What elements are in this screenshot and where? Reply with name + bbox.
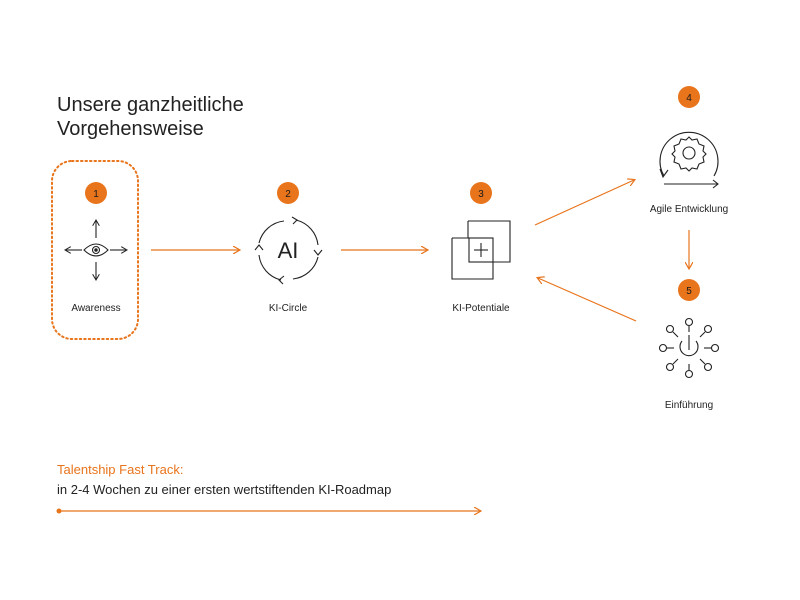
squares-plus-icon [451, 220, 511, 280]
step-badge-4 [678, 86, 700, 108]
page-title-line-2: Vorgehensweise [57, 118, 204, 141]
step-label-4: Agile Entwicklung [650, 204, 728, 215]
step-badge-1 [85, 182, 107, 204]
step-label-5: Einführung [665, 400, 713, 411]
step-number-2: 2 [285, 189, 291, 200]
step-ki-potentiale[interactable]: 3 KI-Potentiale [451, 182, 511, 314]
step-awareness[interactable]: 1 Awareness [51, 160, 139, 340]
step-badge-3 [470, 182, 492, 204]
fast-track-subtitle: in 2-4 Wochen zu einer ersten wertstifte… [57, 482, 392, 497]
arrow-3-to-4 [534, 180, 634, 226]
ai-icon-text: AI [278, 238, 299, 263]
fast-track-title: Talentship Fast Track: [57, 462, 184, 477]
power-network-icon [658, 317, 720, 379]
step-einfuehrung[interactable]: 5 Einführung [658, 279, 720, 411]
page-title: Unsere ganzheitliche Vorgehensweise [57, 93, 244, 141]
step-ki-circle[interactable]: 2 AI KI-Circle [254, 182, 323, 314]
highlight-frame [51, 160, 139, 340]
step-number-4: 4 [686, 93, 692, 104]
gear-cycle-icon [659, 131, 719, 189]
step-badge-2 [277, 182, 299, 204]
step-label-3: KI-Potentiale [452, 303, 510, 314]
step-badge-5 [678, 279, 700, 301]
step-number-1: 1 [93, 189, 99, 200]
step-agile-entwicklung[interactable]: 4 Agile Entwicklung [650, 86, 728, 215]
ai-circle-icon [254, 216, 323, 285]
arrow-5-to-3 [538, 278, 637, 322]
timeline [56, 509, 481, 514]
page-title-line-1: Unsere ganzheitliche [57, 94, 244, 117]
step-number-5: 5 [686, 286, 692, 297]
eye-arrows-icon [66, 221, 126, 279]
step-label-1: Awareness [71, 303, 120, 314]
step-label-2: KI-Circle [269, 303, 308, 314]
step-number-3: 3 [478, 189, 484, 200]
